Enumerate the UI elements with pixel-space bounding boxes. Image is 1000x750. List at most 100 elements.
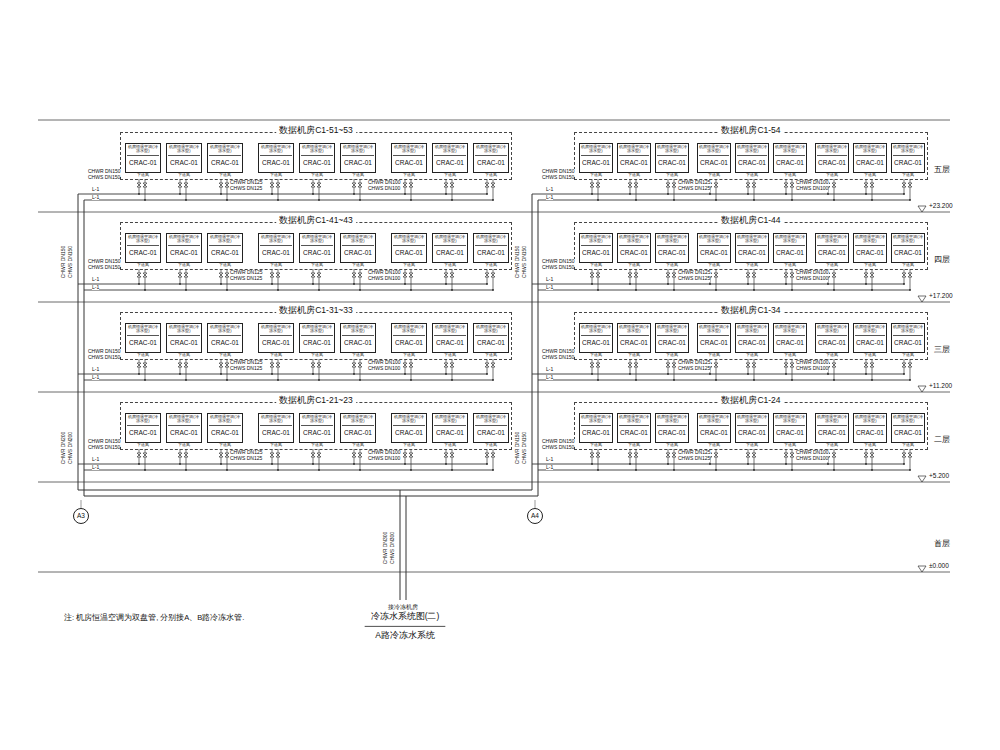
unit-supply-pipe	[360, 359, 361, 380]
crac-unit-box: 机房恒温空调(冷冻水型)CRAC-01下送风	[391, 323, 427, 353]
valve-symbol	[311, 273, 315, 277]
return-riser	[78, 194, 79, 490]
air-supply-note: 下送风	[471, 173, 511, 177]
unit-supply-pipe	[278, 269, 279, 290]
valve-symbol	[870, 273, 874, 277]
air-supply-note: 下送风	[389, 173, 429, 177]
unit-tag: CRAC-01	[260, 159, 292, 166]
crac-unit-box: 机房恒温空调(冷冻水型)CRAC-01下送风	[815, 143, 849, 173]
unit-supply-pipe	[598, 359, 599, 380]
unit-type-text: 机房恒温空调(冷冻水型)	[581, 145, 611, 156]
machine-room-group: 数据机房C1-51~53机房恒温空调(冷冻水型)CRAC-01下送风机房恒温空调…	[120, 132, 512, 180]
valve-symbol	[672, 183, 676, 187]
valve-symbol	[714, 273, 718, 277]
crac-unit-box: 机房恒温空调(冷冻水型)CRAC-01下送风	[207, 413, 243, 443]
unit-supply-pipe	[227, 269, 228, 290]
crac-unit-box: 机房恒温空调(冷冻水型)CRAC-01下送风	[166, 323, 202, 353]
valve-symbol	[137, 453, 141, 457]
unit-type-text: 机房恒温空调(冷冻水型)	[301, 145, 333, 156]
floor-name: 首层	[934, 540, 950, 549]
crac-unit-box: 机房恒温空调(冷冻水型)CRAC-01下送风	[891, 233, 925, 263]
unit-type-text: 机房恒温空调(冷冻水型)	[817, 325, 847, 336]
unit-tag: CRAC-01	[209, 249, 241, 256]
valve-symbol	[143, 363, 147, 367]
unit-tag: CRAC-01	[657, 159, 687, 166]
air-supply-note: 下送风	[164, 263, 204, 267]
valve-symbol	[225, 453, 229, 457]
pipe-size-label: CHWR DN100	[368, 270, 401, 276]
valve-symbol	[270, 273, 274, 277]
crac-unit-box: 机房恒温空调(冷冻水型)CRAC-01下送风	[299, 233, 335, 263]
unit-tag: CRAC-01	[475, 339, 507, 346]
crac-unit-box: 机房恒温空调(冷冻水型)CRAC-01下送风	[815, 413, 849, 443]
supply-header	[538, 200, 910, 201]
valve-symbol	[450, 273, 454, 277]
pipe-size-label: CHWR DN125	[230, 180, 263, 186]
air-supply-note: 下送风	[205, 353, 245, 357]
pipe-size-label: CHWS DN100	[796, 186, 828, 192]
pipe-tag: L-1	[546, 285, 553, 291]
unit-supply-pipe	[411, 359, 412, 380]
unit-type-text: 机房恒温空调(冷冻水型)	[434, 325, 466, 336]
unit-type-text: 机房恒温空调(冷冻水型)	[209, 325, 241, 336]
pipe-size-label: CHWS DN125	[678, 186, 710, 192]
valve-symbol	[450, 183, 454, 187]
crac-unit-box: 机房恒温空调(冷冻水型)CRAC-01下送风	[299, 323, 335, 353]
air-supply-note: 下送风	[615, 353, 653, 357]
air-supply-note: 下送风	[256, 353, 296, 357]
valve-symbol	[714, 453, 718, 457]
crac-unit-box: 机房恒温空调(冷冻水型)CRAC-01下送风	[697, 143, 731, 173]
air-supply-note: 下送风	[695, 263, 733, 267]
crac-unit-box: 机房恒温空调(冷冻水型)CRAC-01下送风	[207, 233, 243, 263]
air-supply-note: 下送风	[205, 443, 245, 447]
valve-symbol	[219, 363, 223, 367]
pipe-size-label: CHWR DN150	[88, 259, 121, 265]
unit-type-text: 机房恒温空调(冷冻水型)	[209, 145, 241, 156]
unit-tag: CRAC-01	[699, 249, 729, 256]
axis-tick	[81, 500, 82, 508]
unit-type-text: 机房恒温空调(冷冻水型)	[699, 415, 729, 426]
supply-main-riser	[406, 496, 407, 600]
return-header	[532, 374, 904, 375]
unit-type-text: 机房恒温空调(冷冻水型)	[393, 415, 425, 426]
unit-tag: CRAC-01	[657, 339, 687, 346]
unit-supply-pipe	[227, 449, 228, 470]
crac-unit-box: 机房恒温空调(冷冻水型)CRAC-01下送风	[697, 413, 731, 443]
pipe-size-label: CHWR DN150	[88, 169, 121, 175]
unit-type-text: 机房恒温空调(冷冻水型)	[475, 415, 507, 426]
elevation-mark	[918, 386, 926, 392]
elevation-mark	[918, 566, 926, 572]
air-supply-note: 下送风	[653, 173, 691, 177]
pipe-size-label: CHWR DN100	[368, 180, 401, 186]
riser-size-label: CHWR DN150	[61, 246, 67, 279]
unit-tag: CRAC-01	[434, 429, 466, 436]
unit-tag: CRAC-01	[775, 339, 805, 346]
elevation-label: +23.200	[929, 202, 953, 209]
return-header	[532, 464, 904, 465]
elevation-label: +17.200	[929, 292, 953, 299]
air-supply-note: 下送风	[430, 443, 470, 447]
unit-tag: CRAC-01	[301, 249, 333, 256]
valve-symbol	[908, 273, 912, 277]
floor-line	[38, 212, 950, 213]
air-supply-note: 下送风	[851, 353, 889, 357]
unit-supply-pipe	[493, 449, 494, 470]
unit-tag: CRAC-01	[581, 249, 611, 256]
crac-unit-box: 机房恒温空调(冷冻水型)CRAC-01下送风	[432, 323, 468, 353]
pipe-size-label: CHWR DN125	[230, 360, 263, 366]
unit-supply-pipe	[145, 449, 146, 470]
unit-tag: CRAC-01	[855, 339, 885, 346]
valve-symbol	[403, 273, 407, 277]
supply-riser	[538, 200, 539, 496]
air-supply-note: 下送风	[615, 443, 653, 447]
valve-symbol	[790, 183, 794, 187]
unit-type-text: 机房恒温空调(冷冻水型)	[301, 415, 333, 426]
valve-symbol	[409, 453, 413, 457]
elevation-mark	[918, 296, 926, 302]
valve-symbol	[746, 363, 750, 367]
valve-symbol	[225, 363, 229, 367]
valve-symbol	[276, 363, 280, 367]
valve-symbol	[485, 453, 489, 457]
air-supply-note: 下送风	[577, 353, 615, 357]
return-header	[532, 194, 904, 195]
